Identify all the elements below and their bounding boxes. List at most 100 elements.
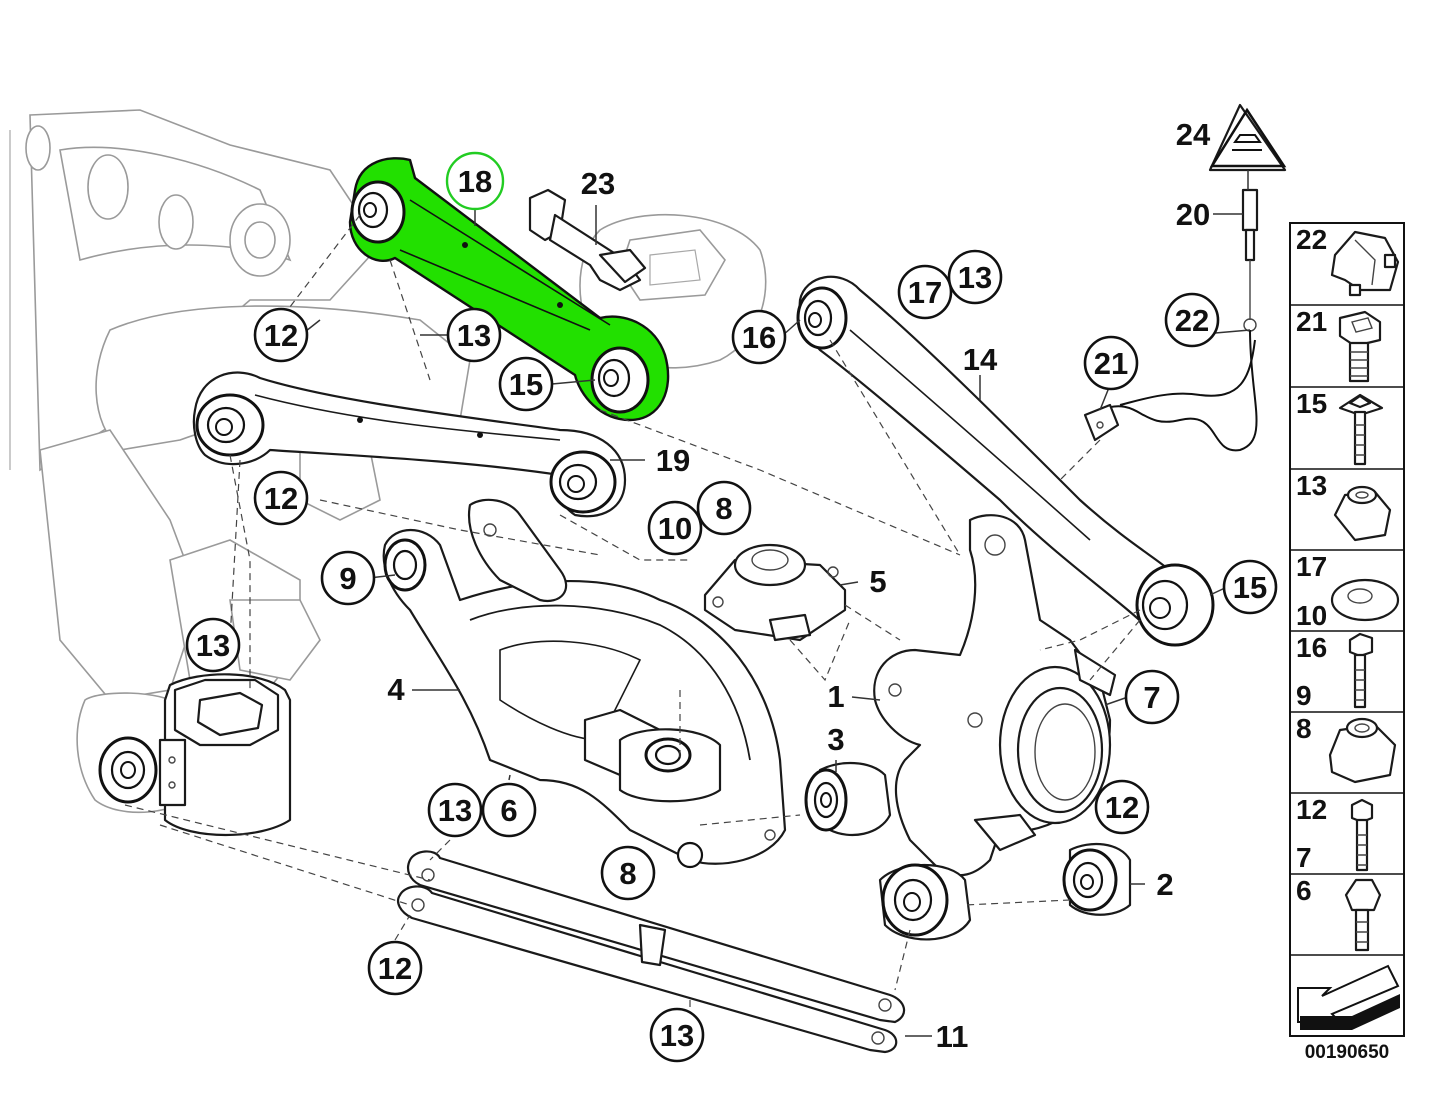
callout-13-c[interactable]: 13 <box>427 782 483 838</box>
callout-15-b[interactable]: 15 <box>1222 559 1278 615</box>
panel-label-13: 13 <box>1296 470 1327 501</box>
callout-13-d[interactable]: 13 <box>649 1007 705 1063</box>
panel-label-16: 16 <box>1296 632 1327 663</box>
callout-3[interactable]: 3 <box>827 722 844 757</box>
lower-arm-upper-branch <box>467 498 568 603</box>
bracket-23 <box>528 188 647 292</box>
callout-12-a[interactable]: 12 <box>253 307 309 363</box>
panel-label-8: 8 <box>1296 713 1312 744</box>
svg-text:19: 19 <box>656 443 690 478</box>
svg-text:3: 3 <box>827 722 844 757</box>
callouts: 18 23 24 20 22 21 17 13 16 14 12 <box>185 117 1278 1063</box>
panel-label-12: 12 <box>1296 794 1327 825</box>
svg-text:15: 15 <box>509 367 543 402</box>
svg-text:13: 13 <box>958 260 992 295</box>
panel-label-22: 22 <box>1296 224 1327 255</box>
reference-number: 00190650 <box>1305 1042 1390 1063</box>
svg-text:1: 1 <box>827 679 844 714</box>
svg-text:16: 16 <box>742 320 776 355</box>
callout-9[interactable]: 9 <box>320 550 376 606</box>
svg-text:20: 20 <box>1176 197 1210 232</box>
hex-nut-icon <box>1328 717 1397 784</box>
callout-23[interactable]: 23 <box>581 166 615 201</box>
callout-7[interactable]: 7 <box>1124 669 1180 725</box>
bracket-icon <box>1330 230 1400 297</box>
svg-text:13: 13 <box>457 318 491 353</box>
panel-label-15: 15 <box>1296 388 1327 419</box>
hex-bolt-icon <box>1348 632 1374 709</box>
svg-text:13: 13 <box>196 628 230 663</box>
torx-bolt-icon <box>1344 878 1382 952</box>
callout-6[interactable]: 6 <box>481 782 537 838</box>
callout-22-top[interactable]: 22 <box>1164 292 1220 348</box>
panel-label-9: 9 <box>1296 680 1312 711</box>
panel-label-17: 17 <box>1296 551 1327 582</box>
callout-12-d[interactable]: 12 <box>367 940 423 996</box>
bushing-3 <box>804 761 892 837</box>
eccentric-washer-icon <box>1330 578 1400 622</box>
svg-text:18: 18 <box>458 164 492 199</box>
callout-21[interactable]: 21 <box>1083 335 1139 391</box>
wishbone-19 <box>192 371 627 518</box>
callout-12-b[interactable]: 12 <box>253 470 309 526</box>
svg-text:21: 21 <box>1094 346 1128 381</box>
brace-11 <box>396 850 906 1054</box>
callout-16[interactable]: 16 <box>731 309 787 365</box>
callout-20[interactable]: 20 <box>1176 197 1210 232</box>
callout-15-a[interactable]: 15 <box>498 356 554 412</box>
parts-side-panel: 22 21 15 13 17 10 16 9 8 12 7 6 <box>1289 222 1405 1037</box>
socket-bolt-icon <box>1338 310 1382 383</box>
callout-1[interactable]: 1 <box>827 679 844 714</box>
spring-mount-5 <box>703 543 847 642</box>
height-sensor-assembly <box>1083 103 1287 452</box>
flange-bolt-icon <box>1338 393 1384 466</box>
callout-5[interactable]: 5 <box>869 564 886 599</box>
long-bolt-icon <box>1350 798 1374 872</box>
callout-17[interactable]: 17 <box>897 264 953 320</box>
svg-text:12: 12 <box>378 951 412 986</box>
svg-text:5: 5 <box>869 564 886 599</box>
callout-10[interactable]: 10 <box>647 500 703 556</box>
bushing-lower-knuckle <box>878 863 972 941</box>
direction-arrow-icon <box>1297 964 1400 1030</box>
svg-text:23: 23 <box>581 166 615 201</box>
callout-13-a[interactable]: 13 <box>446 307 502 363</box>
subframe-mount <box>98 673 292 837</box>
callout-11[interactable]: 11 <box>936 1019 969 1054</box>
svg-text:14: 14 <box>963 342 998 377</box>
panel-label-10: 10 <box>1296 600 1327 631</box>
svg-text:17: 17 <box>908 275 942 310</box>
upper-control-arm-18-highlighted[interactable] <box>348 157 670 422</box>
wheel-carrier-1 <box>873 514 1117 877</box>
svg-text:12: 12 <box>1105 790 1139 825</box>
svg-text:15: 15 <box>1233 570 1267 605</box>
callout-13-b[interactable]: 13 <box>185 617 241 673</box>
bushing-2 <box>1062 843 1132 916</box>
callout-8-a[interactable]: 8 <box>696 480 752 536</box>
svg-text:13: 13 <box>660 1018 694 1053</box>
svg-text:10: 10 <box>658 511 692 546</box>
svg-text:12: 12 <box>264 481 298 516</box>
svg-text:9: 9 <box>339 561 356 596</box>
svg-text:2: 2 <box>1156 867 1173 902</box>
callout-8-b[interactable]: 8 <box>600 845 656 901</box>
callout-14[interactable]: 14 <box>963 342 998 377</box>
callout-13-top[interactable]: 13 <box>947 249 1003 305</box>
callout-2[interactable]: 2 <box>1156 867 1173 902</box>
svg-text:7: 7 <box>1143 680 1160 715</box>
callout-19[interactable]: 19 <box>656 443 690 478</box>
svg-text:6: 6 <box>500 793 517 828</box>
link-14 <box>796 275 1215 647</box>
svg-text:22: 22 <box>1175 303 1209 338</box>
callout-18[interactable]: 18 <box>445 151 505 211</box>
panel-label-21: 21 <box>1296 306 1327 337</box>
dashed-guides <box>124 214 1141 1010</box>
panel-label-6: 6 <box>1296 875 1312 906</box>
callout-24[interactable]: 24 <box>1176 117 1211 152</box>
callout-12-c[interactable]: 12 <box>1094 779 1150 835</box>
collar-nut-icon <box>1333 485 1392 542</box>
callout-4[interactable]: 4 <box>387 672 405 707</box>
svg-text:8: 8 <box>715 491 732 526</box>
lower-arm-4 <box>382 529 787 869</box>
